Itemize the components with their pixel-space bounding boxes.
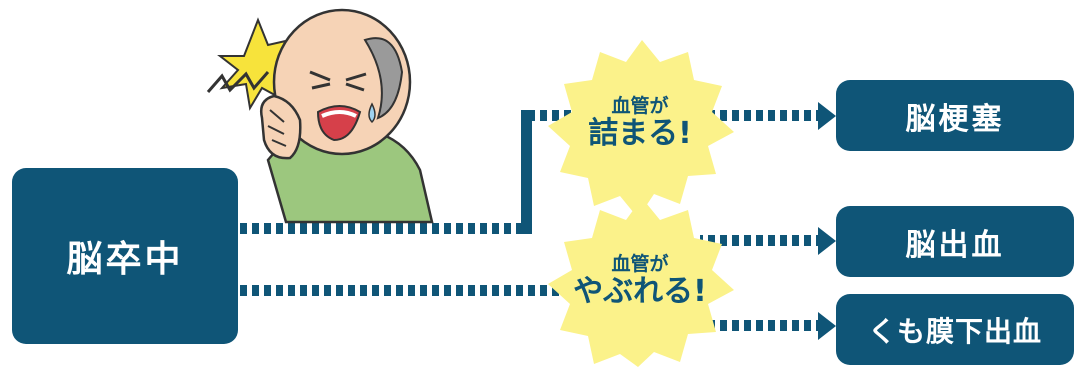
burst-rupture-text: 血管が やぶれる!	[570, 254, 710, 308]
hemorrhage-box: 脳出血	[836, 206, 1074, 277]
subarachnoid-hemorrhage-box: くも膜下出血	[836, 294, 1074, 365]
arrow-infarct	[818, 102, 836, 130]
infarct-box: 脳梗塞	[836, 80, 1074, 151]
connector-rupture	[240, 285, 836, 340]
burst-clog-line2: 詰まる!	[588, 115, 692, 151]
sweat-drop-icon	[368, 102, 376, 124]
arrow-sah	[818, 312, 836, 340]
burst-rupture	[548, 198, 734, 367]
burst-rupture-line1: 血管が	[611, 253, 669, 275]
arrow-hemorrhage	[818, 227, 836, 255]
burst-clog-text: 血管が 詰まる!	[580, 96, 700, 150]
burst-clog-line1: 血管が	[611, 95, 669, 117]
burst-clog	[548, 40, 734, 218]
hair	[363, 37, 404, 120]
stroke-box: 脳卒中	[12, 168, 238, 344]
connector-hemorrhage	[700, 227, 836, 255]
burst-rupture-line2: やぶれる!	[573, 273, 707, 309]
